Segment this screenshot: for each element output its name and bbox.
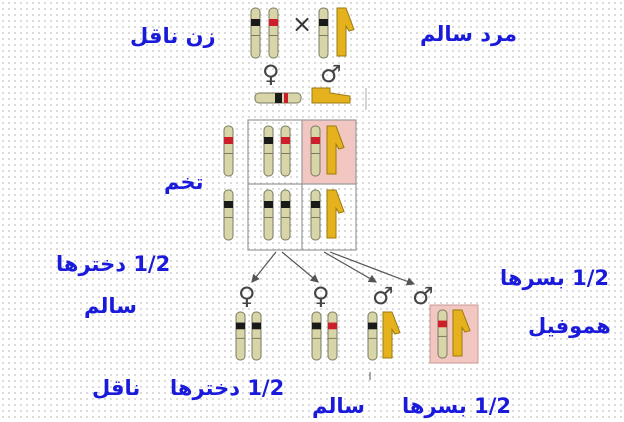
daughter2-female-symbol: ♀ xyxy=(312,282,330,310)
left-gamete-x-normal xyxy=(223,189,234,241)
sons-hemophilia-fraction: 1/2 بسرها xyxy=(500,266,609,290)
daughters-carrier-word: ناقل xyxy=(92,376,141,400)
sons-healthy-fraction: 1/2 بسرها xyxy=(402,394,511,418)
sons-healthy-word: سالم xyxy=(312,394,365,418)
cell-br-x-normal xyxy=(310,189,321,241)
daughter1-x-a xyxy=(235,311,246,361)
cell-tl-x-hemophilia xyxy=(280,125,291,177)
cell-br-y xyxy=(326,189,345,239)
cell-tl-x-normal xyxy=(263,125,274,177)
daughter2-x-b xyxy=(327,311,338,361)
mother-x-hemophilia xyxy=(268,7,279,59)
daughter1-x-b xyxy=(251,311,262,361)
daughter1-female-symbol: ♀ xyxy=(238,282,256,310)
father-chromosomes xyxy=(318,7,355,59)
mother-x-normal xyxy=(250,7,261,59)
cell-bl-x-normal-2 xyxy=(280,189,291,241)
left-gamete-x-hemophilia xyxy=(223,125,234,177)
son1-y xyxy=(382,311,401,359)
daughter2-x-a xyxy=(311,311,322,361)
daughters-healthy-word: سالم xyxy=(84,294,137,318)
egg-label: تخم xyxy=(164,170,204,194)
sons-hemophilia-word: هموفيل xyxy=(528,314,611,338)
father-y xyxy=(336,7,355,57)
mother-chromosomes xyxy=(250,7,279,59)
daughters-healthy-fraction: 1/2 دخترها xyxy=(56,252,171,276)
father-x-normal xyxy=(318,7,329,59)
son2-x-hemophilia xyxy=(437,309,448,359)
son2-male-symbol: ♂ xyxy=(412,282,434,310)
cell-tr-y xyxy=(326,125,345,175)
offspring-arrows xyxy=(251,251,416,286)
father-gamete-y xyxy=(311,87,351,104)
mother-gamete-female-symbol: ♀ xyxy=(262,60,280,88)
son1-male-symbol: ♂ xyxy=(372,282,394,310)
cell-bl-x-normal-1 xyxy=(263,189,274,241)
daughters-carrier-fraction: 1/2 دخترها xyxy=(170,376,285,400)
son1-x xyxy=(367,311,378,361)
cell-tr-x-hemophilia xyxy=(310,125,321,177)
son2-y xyxy=(452,309,471,357)
father-gamete-male-symbol: ♂ xyxy=(320,60,342,88)
mother-gamete-chromosome xyxy=(254,92,302,104)
healthy-man-label: مرد سالم xyxy=(420,22,518,46)
cross-symbol: × xyxy=(292,10,313,38)
carrier-woman-label: زن ناقل xyxy=(130,24,216,48)
